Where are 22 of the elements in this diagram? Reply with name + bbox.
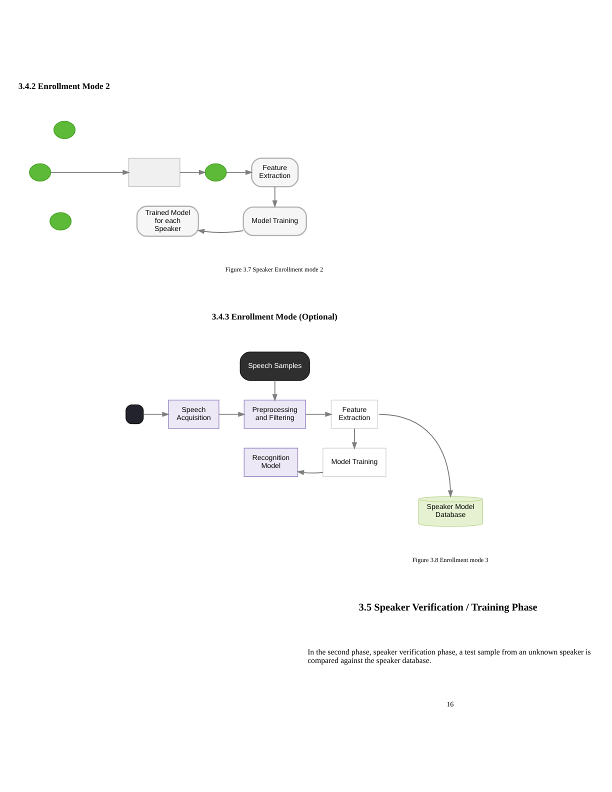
label: In the second phase, speaker verification phase, a test sample from an unknown speaker is compared against the speaker database. (308, 647, 591, 665)
node-box (126, 404, 144, 424)
arrow (272, 186, 278, 208)
arrow (296, 470, 324, 476)
arrow (218, 412, 246, 417)
arrow (142, 412, 170, 417)
node-circle (50, 212, 72, 230)
arrow (226, 170, 253, 176)
label: 3.4.3 Enrollment Mode (Optional) (212, 312, 338, 322)
arrow (197, 228, 244, 234)
label: 3.5 Speaker Verification / Training Phase (358, 602, 538, 614)
arrow (180, 170, 206, 176)
label: 3.4.2 Enrollment Mode 2 (18, 80, 110, 91)
arrow (50, 170, 130, 176)
node-circle (204, 163, 227, 182)
arrow (305, 412, 333, 417)
node-circle (53, 120, 76, 139)
arrow (352, 428, 358, 450)
arrow (272, 380, 278, 402)
arrow (378, 414, 454, 498)
node-box (128, 158, 180, 187)
node-circle (29, 163, 52, 182)
